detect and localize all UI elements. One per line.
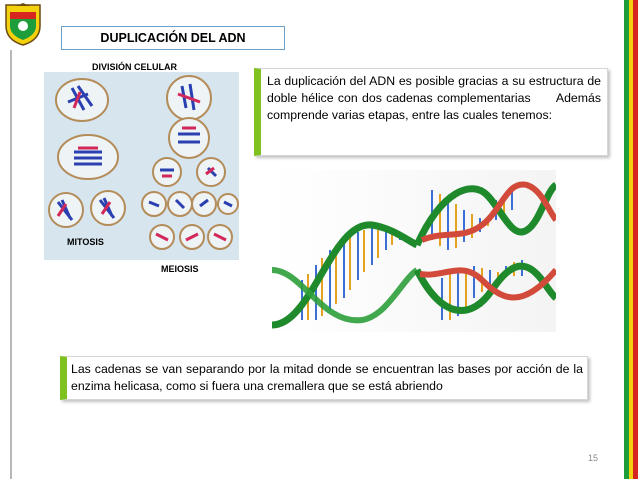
cell-division-label: DIVISIÓN CELULAR (92, 62, 178, 72)
intro-text-box: La duplicación del ADN es posible gracia… (254, 68, 608, 156)
left-divider-line (10, 50, 12, 479)
school-crest-logo (5, 3, 41, 46)
dna-replication-illustration (272, 170, 556, 332)
cell-division-illustration (44, 72, 239, 260)
mitosis-label: MITOSIS (67, 237, 104, 247)
slide-title: DUPLICACIÓN DEL ADN (61, 26, 285, 50)
meiosis-cells (141, 75, 239, 250)
page-number: 15 (588, 453, 599, 463)
stripe-yellow (628, 0, 634, 479)
bottom-text: Las cadenas se van separando por la mita… (71, 362, 583, 393)
intro-text: La duplicación del ADN es posible gracia… (267, 74, 605, 122)
meiosis-label: MEIOSIS (161, 264, 199, 274)
flag-stripes (624, 0, 638, 479)
stripe-green (624, 0, 629, 479)
bottom-text-box: Las cadenas se van separando por la mita… (60, 356, 588, 400)
stripe-red (633, 0, 638, 479)
mitosis-cells (48, 78, 126, 228)
